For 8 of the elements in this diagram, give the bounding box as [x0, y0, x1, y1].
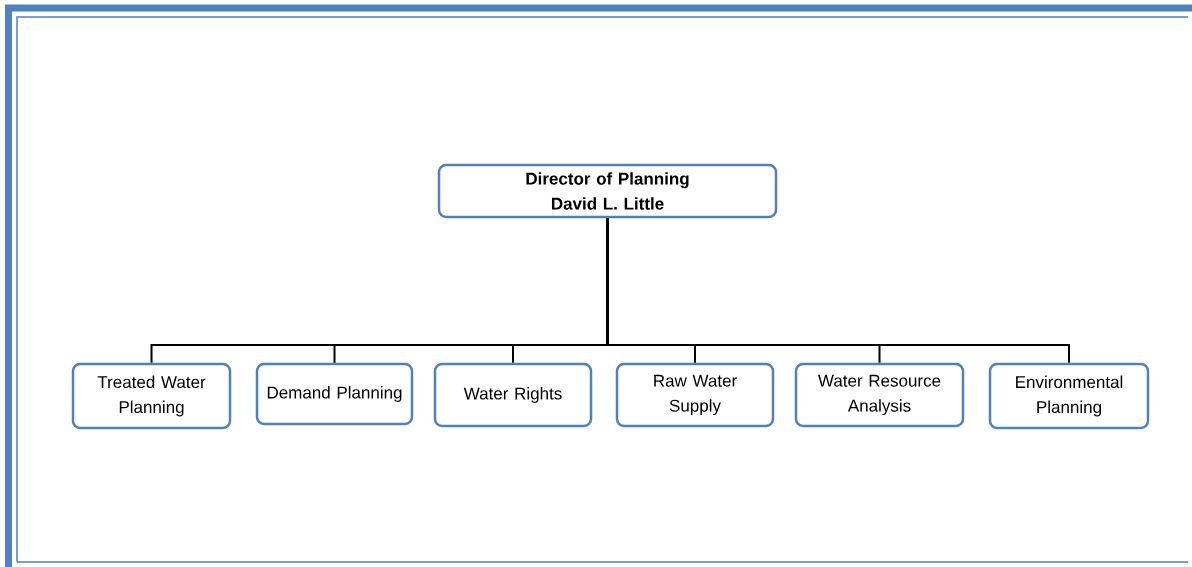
- department-box: Environmental Planning: [988, 362, 1150, 430]
- connector-line: [606, 217, 1070, 364]
- department-box: Demand Planning: [255, 362, 414, 426]
- department-box: Raw Water Supply: [615, 362, 775, 428]
- department-box: Treated Water Planning: [71, 362, 232, 430]
- department-box: Water Resource Analysis: [794, 362, 965, 428]
- department-box: Water Rights: [433, 362, 593, 428]
- director-box: Director of Planning David L. Little: [437, 163, 778, 219]
